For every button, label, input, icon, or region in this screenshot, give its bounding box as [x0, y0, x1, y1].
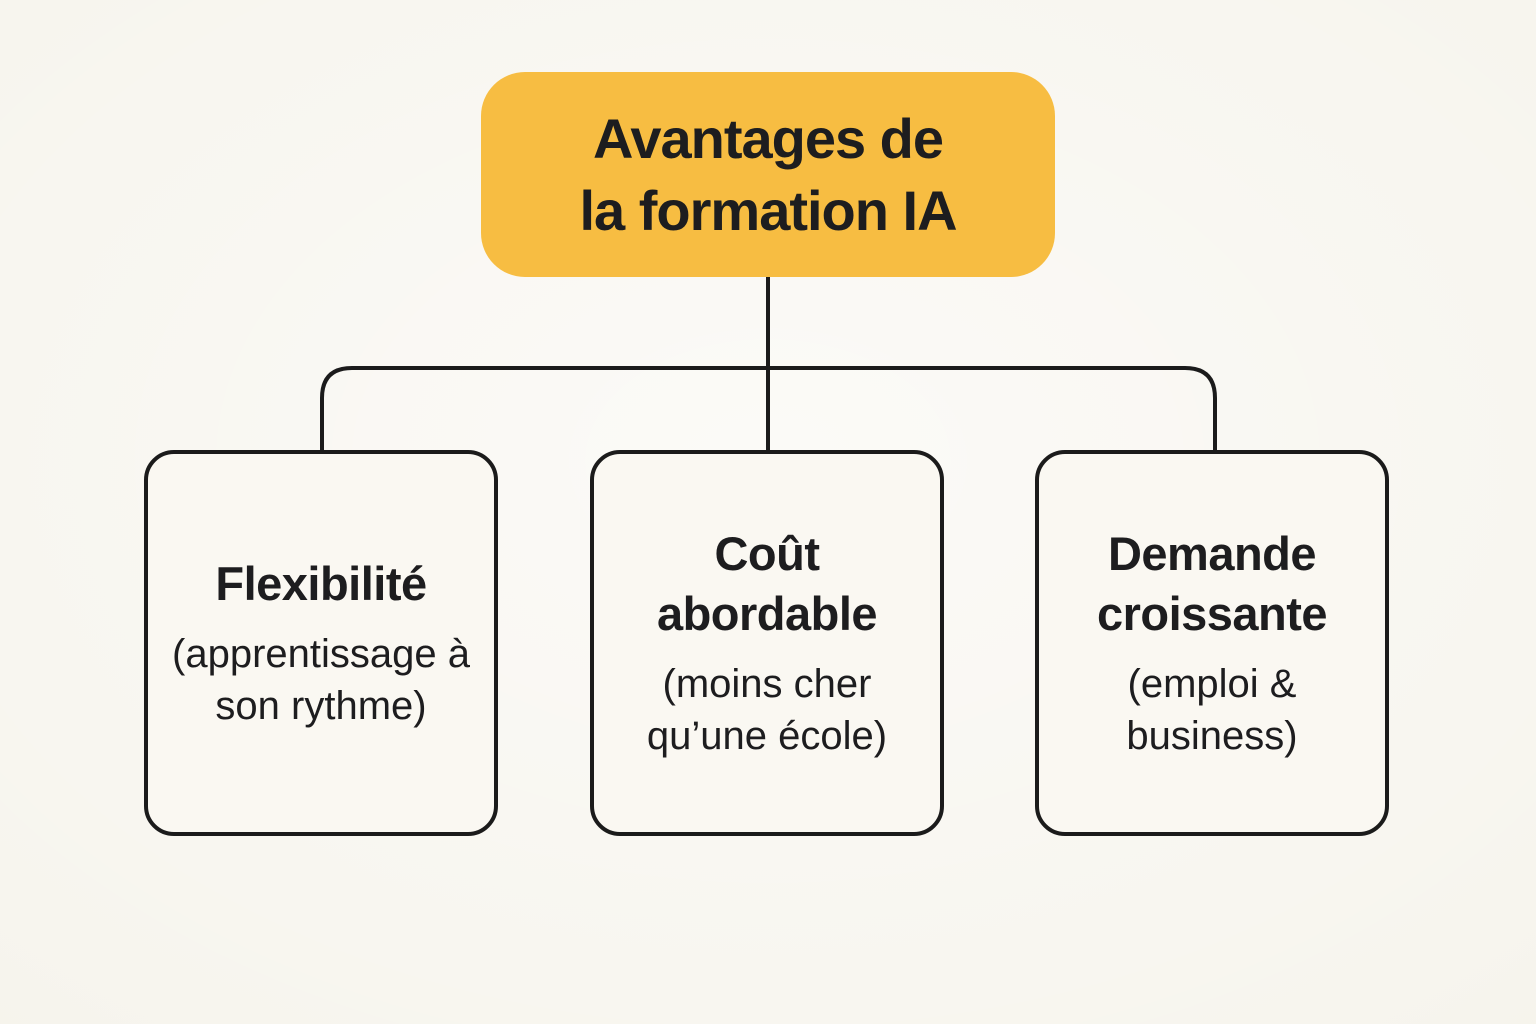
root-node-avantages: Avantages de la formation IA	[481, 72, 1055, 277]
child-node-cout-abordable: Coût abordable (moins cher qu’une école)	[590, 450, 944, 836]
child-node-flexibilite: Flexibilité (apprentissage à son rythme)	[144, 450, 498, 836]
child-node-heading: Coût abordable	[656, 527, 878, 640]
child-node-demande-croissante: Demande croissante (emploi & business)	[1035, 450, 1389, 836]
child-node-heading: Demande croissante	[1096, 527, 1328, 640]
child-node-subtext: (apprentissage à son rythme)	[172, 632, 470, 728]
child-node-subtext: (emploi & business)	[1126, 662, 1298, 758]
child-node-heading: Flexibilité	[215, 557, 427, 610]
root-title-line-1: Avantages de	[592, 106, 944, 170]
connector-branch	[320, 366, 1217, 452]
root-title-line-2: la formation IA	[579, 178, 957, 242]
child-node-subtext: (moins cher qu’une école)	[646, 662, 888, 758]
root-node-title: Avantages de la formation IA	[579, 103, 957, 247]
